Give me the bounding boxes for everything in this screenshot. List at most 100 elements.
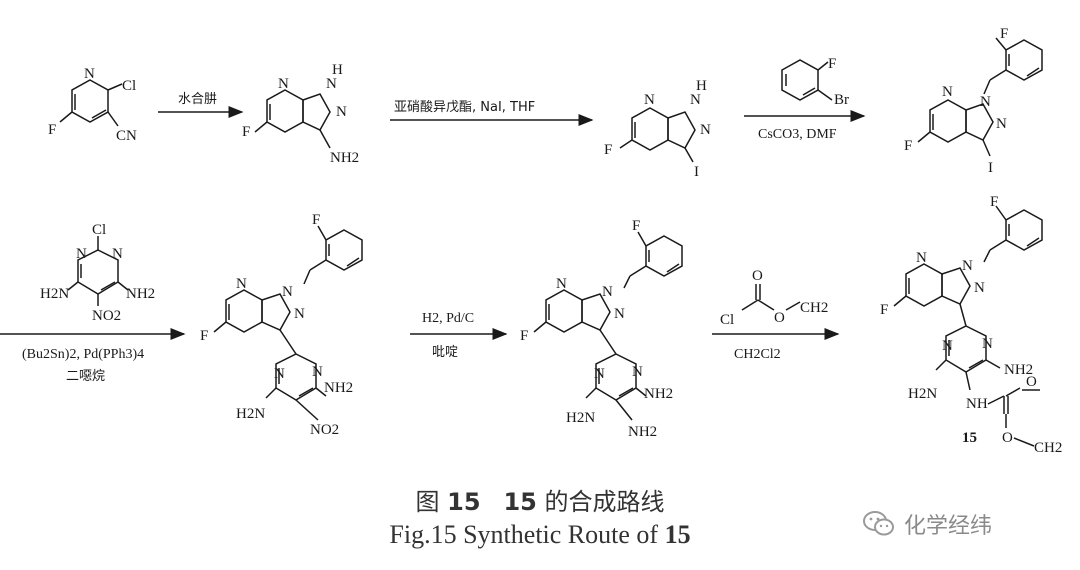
- arrow-step-6: Cl O O CH2 CH2Cl2: [712, 268, 840, 362]
- int5-f-top-label: F: [632, 218, 640, 234]
- int5-f-label: F: [520, 328, 528, 344]
- prod-n7-label: N: [916, 250, 927, 266]
- prod-nh2-label: NH2: [1004, 362, 1033, 378]
- intermediate-3: F N N N F I: [904, 26, 1043, 176]
- int4-nh2-label: NH2: [324, 380, 353, 396]
- arrow-step-2: 亚硝酸异戊酯, NaI, THF: [390, 100, 594, 126]
- int4-pyr-n-b: N: [312, 364, 323, 380]
- prod-pyr-n-b: N: [982, 336, 993, 352]
- caption-cn-compound: 15: [503, 488, 537, 516]
- caption-cn-number: 15: [447, 488, 481, 516]
- sm-cl-label: Cl: [122, 78, 136, 94]
- arrow-6-reagent-o2: O: [774, 310, 785, 326]
- prod-n1-label: N: [962, 258, 973, 274]
- int4-f-label: F: [200, 328, 208, 344]
- arrow-3-reagent-br: Br: [834, 92, 849, 108]
- int2-n7-label: N: [644, 92, 655, 108]
- arrow-4-reagent-nh2: NH2: [126, 286, 155, 302]
- arrow-4-reagent-cl: Cl: [92, 222, 106, 238]
- arrow-step-3: F Br CsCO3, DMF: [744, 56, 866, 142]
- caption-en-compound: 15: [664, 520, 691, 549]
- int4-no2-label: NO2: [310, 422, 339, 438]
- prod-ch3-label: CH2: [1034, 440, 1062, 456]
- intermediate-2: N N H N F I: [604, 78, 711, 180]
- int5-pyr-n-a: N: [594, 366, 605, 382]
- prod-o1-label: O: [1026, 374, 1037, 390]
- int3-n1-label: N: [980, 94, 991, 110]
- int5-h2n-label: H2N: [566, 410, 595, 426]
- arrow-4-reagent-n-b: N: [112, 246, 123, 262]
- int4-n7-label: N: [236, 276, 247, 292]
- prod-compound-number: 15: [962, 430, 977, 446]
- caption-cn-prefix: 图: [415, 488, 440, 516]
- watermark: 化学经纬: [862, 508, 992, 540]
- int1-h-label: H: [332, 62, 343, 78]
- int1-n7-label: N: [278, 76, 289, 92]
- arrow-4-reagent-no2: NO2: [92, 308, 121, 324]
- int4-n1-label: N: [282, 284, 293, 300]
- int4-n2-label: N: [294, 306, 305, 322]
- int4-f-top-label: F: [312, 212, 320, 228]
- int2-n1-label: N: [690, 92, 701, 108]
- arrow-step-5: H2, Pd/C 吡啶: [410, 311, 508, 360]
- int1-nh2-label: NH2: [330, 150, 359, 166]
- wechat-icon: [863, 511, 894, 536]
- int5-nh2-bottom-label: NH2: [628, 424, 657, 440]
- int3-n7-label: N: [942, 84, 953, 100]
- arrow-6-solvent: CH2Cl2: [734, 347, 781, 362]
- arrow-step-4: Cl N N H2N NH2 NO2 (Bu2Sn)2, Pd(PPh3)4 二…: [0, 222, 186, 384]
- arrow-6-reagent-cl: Cl: [720, 312, 734, 328]
- int3-f-top-label: F: [1000, 26, 1008, 42]
- int2-f-label: F: [604, 142, 612, 158]
- arrow-step-1: 水合肼: [158, 92, 244, 118]
- int5-nh2-right-label: NH2: [644, 386, 673, 402]
- prod-h2n-label: H2N: [908, 386, 937, 402]
- arrow-5-reagent: H2, Pd/C: [422, 311, 474, 326]
- int5-n1-label: N: [602, 284, 613, 300]
- product-15: F N N N F N N NH2 H2N NH O O CH2 15: [880, 194, 1062, 456]
- arrow-4-conditions-1: (Bu2Sn)2, Pd(PPh3)4: [22, 347, 144, 362]
- prod-o2-label: O: [1002, 430, 1013, 446]
- intermediate-4: F N N N F N N NH2 H2N NO2: [200, 212, 363, 438]
- caption-en-prefix: Fig.15 Synthetic Route of: [389, 520, 659, 549]
- int3-n2-label: N: [996, 116, 1007, 132]
- int1-n2-label: N: [336, 104, 347, 120]
- int5-n2-label: N: [614, 306, 625, 322]
- prod-f-top-label: F: [990, 194, 998, 210]
- int1-f-label: F: [242, 124, 250, 140]
- prod-nh-label: NH: [966, 396, 988, 412]
- figure-caption-english: Fig.15 Synthetic Route of 15: [0, 520, 1080, 550]
- arrow-6-reagent-o1: O: [752, 268, 763, 284]
- sm-n-label: N: [84, 66, 95, 82]
- int5-pyr-n-b: N: [632, 364, 643, 380]
- arrow-3-conditions: CsCO3, DMF: [758, 127, 837, 142]
- arrow-4-reagent-h2n: H2N: [40, 286, 69, 302]
- prod-pyr-n-a: N: [942, 338, 953, 354]
- prod-n2-label: N: [974, 280, 985, 296]
- int2-h-label: H: [696, 78, 707, 94]
- int4-h2n-label: H2N: [236, 406, 265, 422]
- intermediate-1: N N H N F NH2: [242, 62, 359, 166]
- arrow-6-reagent-ch3: CH2: [800, 300, 828, 316]
- arrow-4-reagent-n-a: N: [76, 246, 87, 262]
- int5-n7-label: N: [556, 276, 567, 292]
- arrow-3-reagent-f: F: [828, 56, 836, 72]
- int4-pyr-n-a: N: [274, 366, 285, 382]
- figure-caption-chinese: 图 15 15 的合成路线: [0, 482, 1080, 517]
- int3-i-label: I: [988, 160, 993, 176]
- starting-material: N Cl CN F: [48, 66, 137, 144]
- sm-f-label: F: [48, 122, 56, 138]
- intermediate-5: F N N N F N N NH2 H2N NH2: [520, 218, 683, 440]
- synthetic-route-scheme: N Cl CN F 水合肼 N N H N F NH2 亚硝酸异戊酯, NaI,…: [0, 26, 1062, 456]
- int2-i-label: I: [694, 164, 699, 180]
- int1-n1-label: N: [326, 76, 337, 92]
- sm-cn-label: CN: [116, 128, 137, 144]
- int2-n2-label: N: [700, 122, 711, 138]
- caption-cn-text: 的合成路线: [544, 488, 665, 516]
- watermark-text: 化学经纬: [904, 514, 993, 539]
- int3-f-label: F: [904, 138, 912, 154]
- arrow-2-reagent: 亚硝酸异戊酯, NaI, THF: [394, 100, 535, 115]
- arrow-4-conditions-2: 二噁烷: [66, 369, 105, 384]
- arrow-1-reagent: 水合肼: [178, 92, 217, 107]
- prod-f-label: F: [880, 302, 888, 318]
